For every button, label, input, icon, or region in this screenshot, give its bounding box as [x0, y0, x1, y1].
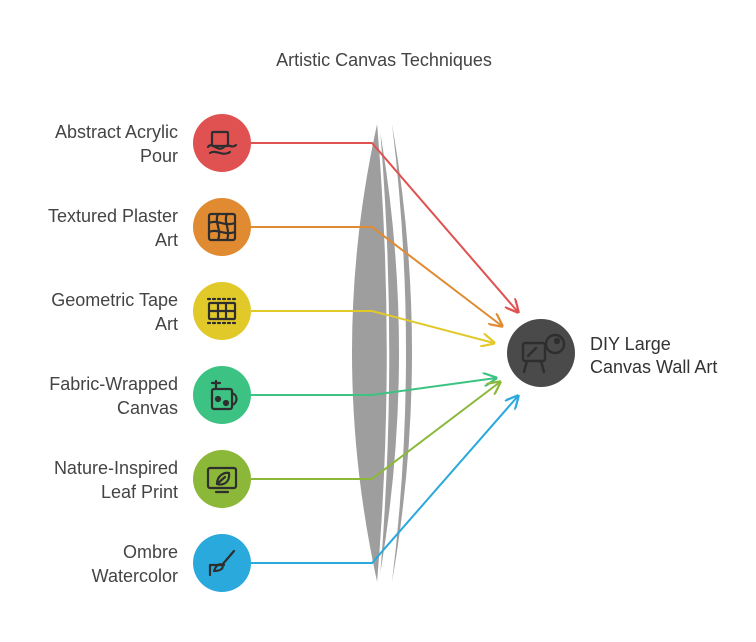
source-label-line: Art: [155, 314, 178, 334]
canvas-easel-palette-icon: [521, 333, 566, 374]
target-label-line-2: Canvas Wall Art: [590, 357, 717, 377]
connector-arrow: [251, 226, 502, 326]
textured-grid-icon: [207, 212, 237, 242]
target-node: DIY Large Canvas Wall Art: [507, 319, 717, 387]
connector-arrow: [251, 382, 500, 480]
lens-shape: [352, 119, 412, 587]
source-label-line: Art: [155, 230, 178, 250]
connector-arrow: [251, 142, 518, 312]
source-label-line: Nature-Inspired: [54, 458, 178, 478]
source-circle: [193, 198, 251, 256]
source-circle: [193, 534, 251, 592]
diagram-title: Artistic Canvas Techniques: [276, 50, 492, 70]
source-label-line: Fabric-Wrapped: [49, 374, 178, 394]
connector-arrow: [251, 378, 496, 396]
leaf-print-icon: [206, 466, 238, 494]
source-label-line: Watercolor: [92, 566, 178, 586]
source-label-line: Pour: [140, 146, 178, 166]
connectors: [251, 142, 518, 564]
source-label-line: Geometric Tape: [51, 290, 178, 310]
source-label-line: Leaf Print: [101, 482, 178, 502]
source-label-line: Canvas: [117, 398, 178, 418]
tape-grid-icon: [206, 297, 238, 325]
fabric-canvas-icon: [210, 379, 238, 411]
abstract-pour-icon: [206, 130, 238, 155]
target-label-line-1: DIY Large: [590, 334, 671, 354]
source-circle: [193, 366, 251, 424]
source-label-line: Abstract Acrylic: [55, 122, 178, 142]
connector-arrow: [251, 310, 494, 343]
source-circle: [193, 114, 251, 172]
connector-arrow: [251, 396, 518, 564]
source-label-line: Ombre: [123, 542, 178, 562]
paintbrush-icon: [208, 549, 236, 577]
source-label-line: Textured Plaster: [48, 206, 178, 226]
target-circle: [507, 319, 575, 387]
